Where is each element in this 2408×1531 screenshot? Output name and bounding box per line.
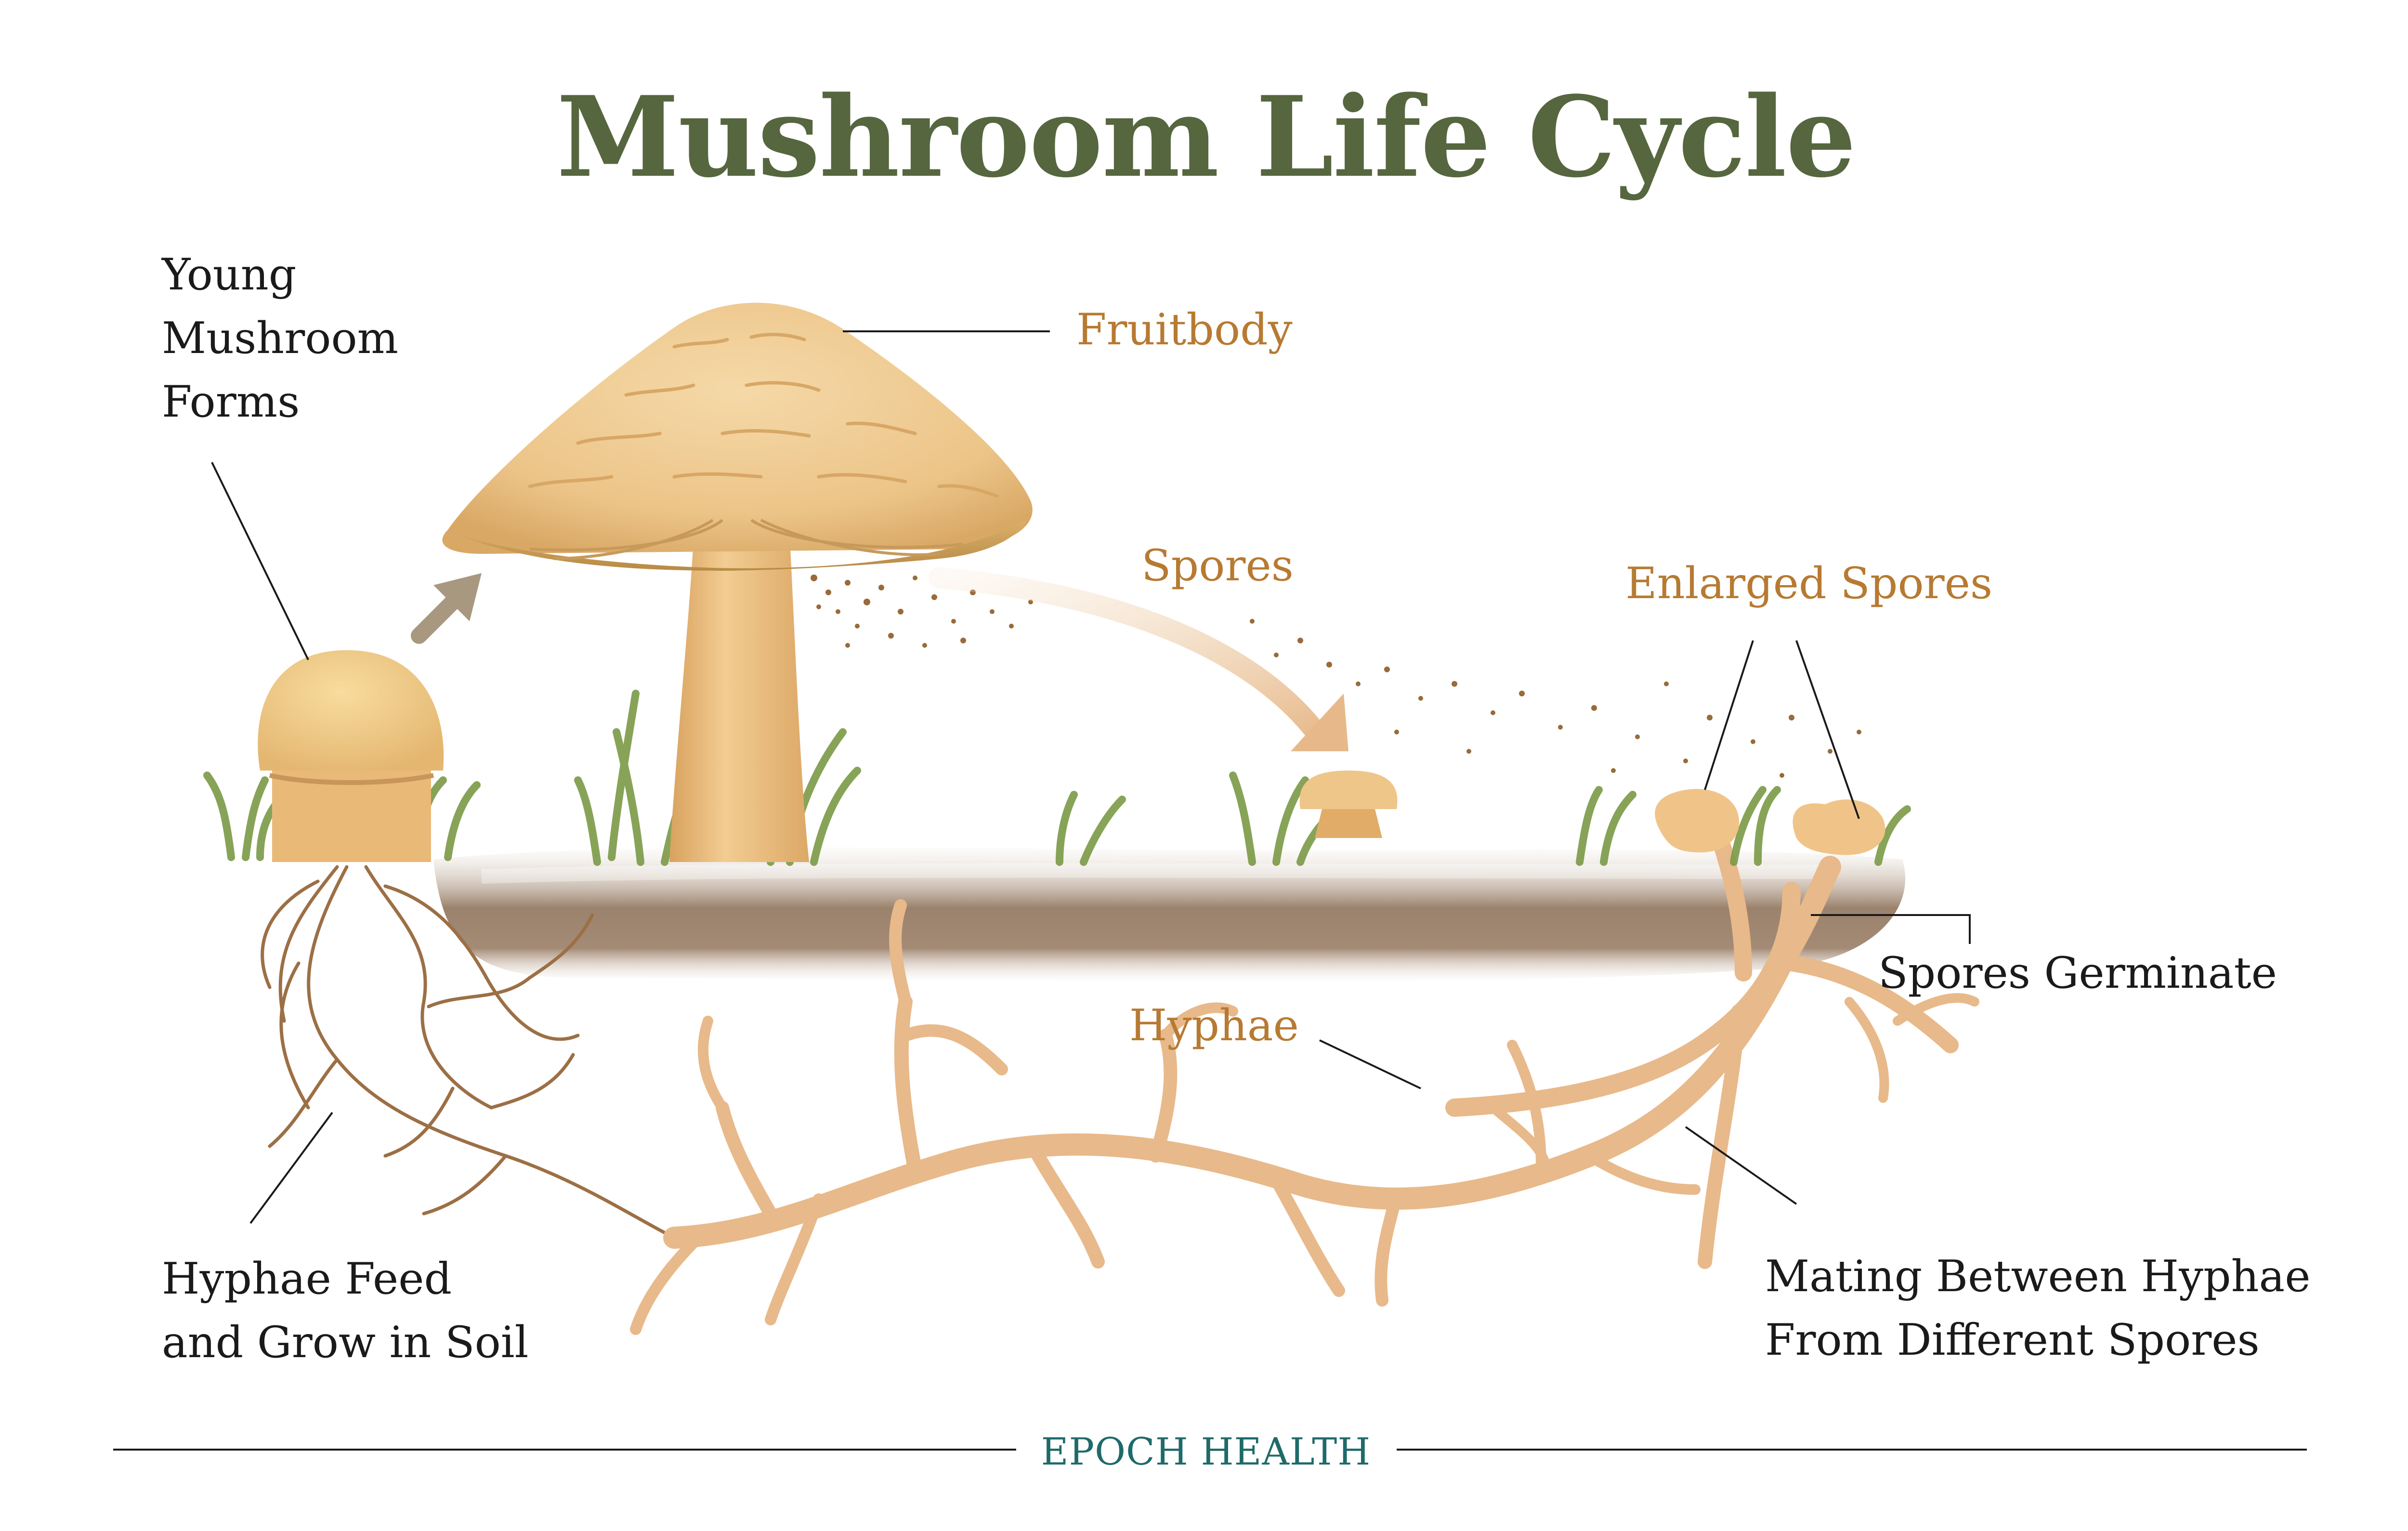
label-hyphae: Hyphae bbox=[1129, 1000, 1299, 1051]
soil-layer bbox=[433, 847, 1906, 982]
young-mushroom bbox=[258, 650, 444, 862]
fruitbody-mushroom bbox=[442, 302, 1033, 862]
label-spores: Spores bbox=[1141, 540, 1294, 591]
grass bbox=[203, 690, 1911, 866]
hyphae-network bbox=[630, 815, 1979, 1335]
soil-hyphae-left bbox=[261, 865, 676, 1240]
label-spores-germinate: Spores Germinate bbox=[1878, 948, 2277, 998]
label-hyphae-feed: Hyphae Feed and Grow in Soil bbox=[162, 1254, 529, 1368]
growth-arrow bbox=[411, 573, 482, 644]
label-enlarged-spores: Enlarged Spores bbox=[1625, 558, 1993, 609]
label-mating-hyphae: Mating Between Hyphae From Different Spo… bbox=[1765, 1251, 2311, 1365]
spore-arrow bbox=[929, 567, 1348, 751]
enlarged-spores bbox=[1655, 789, 1885, 855]
small-mushroom bbox=[1299, 771, 1398, 838]
spore-particles bbox=[811, 575, 1861, 778]
diagram-title: Mushroom Life Cycle bbox=[556, 72, 1857, 202]
footer-brand: EPOCH HEALTH bbox=[1041, 1430, 1371, 1474]
label-fruitbody: Fruitbody bbox=[1076, 304, 1293, 355]
label-young-mushroom: Young Mushroom Forms bbox=[162, 249, 399, 427]
leader-lines bbox=[211, 330, 1971, 1224]
